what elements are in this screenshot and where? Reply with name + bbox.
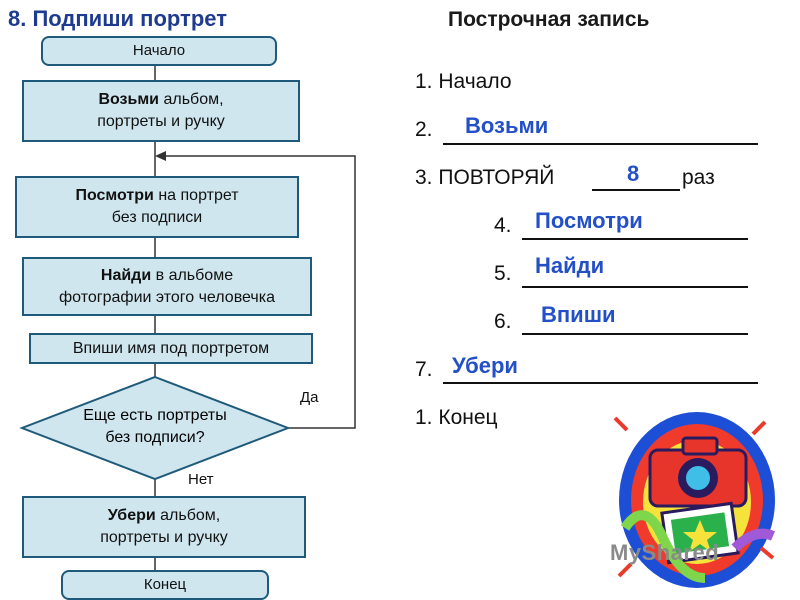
- flowchart-title: 8. Подпиши портрет: [8, 6, 227, 31]
- put-away-verb: Убери: [107, 507, 156, 524]
- end-block: Конец: [61, 570, 269, 600]
- line-7-blank: [443, 382, 758, 384]
- start-block: Начало: [41, 36, 277, 66]
- put-away-block: Убери альбом, портреты и ручку: [22, 496, 306, 558]
- line-2-blank: [443, 143, 758, 145]
- yes-label: Да: [300, 389, 319, 406]
- take-verb: Возьми: [98, 91, 160, 108]
- line-2-number: 2.: [415, 118, 433, 141]
- look-portrait-block: Посмотри на портрет без подписи: [15, 176, 299, 238]
- no-label: Нет: [188, 471, 214, 488]
- line-5-number: 5.: [494, 262, 512, 285]
- write-name-label: Впиши имя под портретом: [72, 339, 270, 357]
- line-6-blank: [522, 333, 748, 335]
- decision-diamond: [19, 375, 291, 481]
- put-away-rest: альбом,: [155, 507, 221, 524]
- answer-put-away: Убери: [452, 353, 518, 378]
- line-4-blank: [522, 238, 748, 240]
- take-rest: альбом,: [159, 91, 224, 108]
- watermark: MyShared: [610, 540, 720, 565]
- linear-record-title: Построчная запись: [448, 8, 650, 31]
- find-rest: в альбоме: [151, 266, 234, 284]
- decision-line2: без подписи?: [105, 429, 205, 446]
- line-5-blank: [522, 286, 748, 288]
- answer-count: 8: [627, 161, 640, 186]
- find-line2: фотографии этого человечка: [59, 288, 275, 306]
- line-4-number: 4.: [494, 214, 512, 237]
- line-end: 1. Конец: [415, 406, 498, 429]
- take-album-block: Возьми альбом, портреты и ручку: [22, 80, 300, 142]
- start-label: Начало: [132, 42, 186, 59]
- decision-text: Еще есть портреты без подписи?: [40, 405, 270, 449]
- write-name-block: Впиши имя под портретом: [29, 333, 313, 364]
- decision-line1: Еще есть портреты: [83, 407, 227, 424]
- take-line2: портреты и ручку: [97, 113, 225, 130]
- answer-look: Посмотри: [535, 208, 643, 233]
- answer-write: Впиши: [541, 302, 616, 327]
- answer-find: Найди: [535, 253, 605, 278]
- line-3-suffix: раз: [682, 166, 715, 189]
- find-verb: Найди: [100, 266, 152, 284]
- look-line2: без подписи: [111, 209, 203, 226]
- put-away-line2: портреты и ручку: [100, 529, 228, 546]
- line-1-start: 1. Начало: [415, 70, 512, 93]
- look-verb: Посмотри: [75, 187, 154, 204]
- look-rest: на портрет: [153, 187, 239, 204]
- line-7-number: 7.: [415, 358, 433, 381]
- answer-take: Возьми: [465, 113, 549, 138]
- line-3-repeat: 3. ПОВТОРЯЙ: [415, 166, 555, 189]
- find-photo-block: Найди в альбоме фотографии этого человеч…: [22, 257, 312, 316]
- end-label: Конец: [143, 576, 187, 593]
- camera-clipart-icon: [613, 412, 776, 588]
- line-6-number: 6.: [494, 310, 512, 333]
- line-3-blank: [592, 189, 680, 191]
